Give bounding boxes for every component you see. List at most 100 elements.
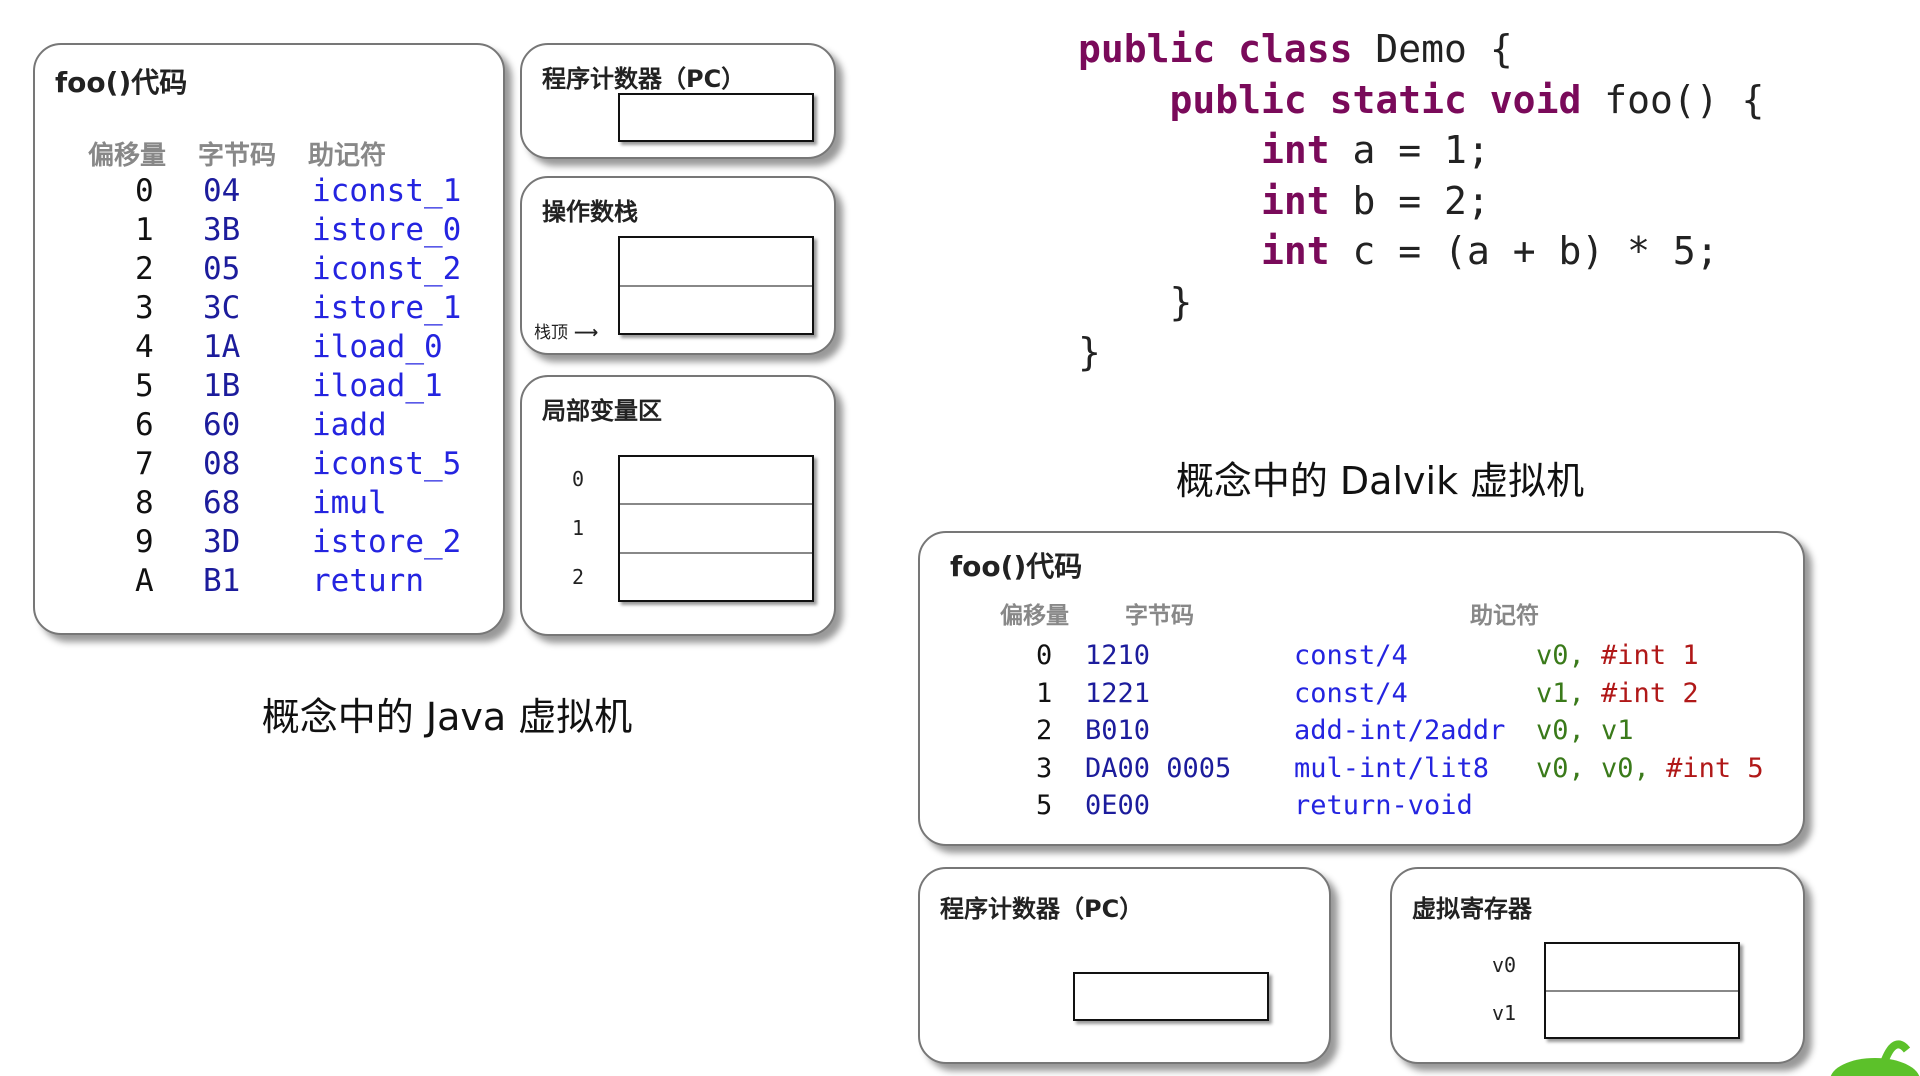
jvm-offset: 0 (135, 173, 154, 209)
code-line: int c = (a + b) * 5; (1078, 226, 1764, 277)
jvm-stack-box (618, 236, 814, 335)
dalvik-operands: v1, #int 2 (1536, 678, 1699, 709)
code-kw: public static void (1169, 77, 1582, 122)
dalvik-registers: v0, v1 (1536, 715, 1634, 746)
jvm-caption: 概念中的 Java 虚拟机 (261, 695, 633, 739)
jvm-bytecode: 1A (203, 329, 241, 365)
jvm-operand-stack-panel: 操作数栈 栈顶 ⟶ (520, 176, 836, 355)
code-kw: int (1261, 128, 1330, 172)
code-line: public class Demo { (1078, 24, 1764, 75)
dalvik-registers-box (1544, 942, 1740, 1039)
jvm-bytecode: B1 (203, 563, 241, 599)
jvm-stack-title: 操作数栈 (542, 198, 638, 226)
java-source-code: public class Demo { public static void f… (1078, 24, 1764, 378)
local-slot (620, 554, 812, 600)
dalvik-caption: 概念中的 Dalvik 虚拟机 (1175, 459, 1585, 503)
jvm-bytecode: 08 (203, 446, 241, 482)
dalvik-offset: 3 (1036, 752, 1053, 784)
jvm-mnemonic: return (312, 563, 424, 599)
local-slot-label: 2 (572, 565, 585, 589)
local-slot (620, 457, 812, 506)
code-rest: } (1078, 330, 1101, 374)
jvm-mnemonic: istore_0 (312, 212, 462, 248)
dalvik-operands: v0, #int 1 (1536, 640, 1699, 671)
jvm-offset: 7 (135, 446, 154, 482)
jvm-bytecode: 3D (203, 524, 241, 560)
dalvik-code-panel: foo()代码 偏移量 字节码 助记符 0 1210 const/4 v0, #int… (918, 531, 1805, 846)
dalvik-offset: 2 (1036, 715, 1053, 746)
local-slot-label: 1 (572, 516, 585, 540)
jvm-mnemonic: iconst_1 (312, 173, 462, 209)
jvm-mnemonic: iconst_5 (312, 446, 462, 482)
green-mascot-icon (1830, 1040, 1920, 1076)
code-line: int b = 2; (1078, 176, 1764, 227)
jvm-pc-panel: 程序计数器（PC） (520, 43, 836, 159)
dalvik-mnemonic: const/4 (1294, 640, 1408, 671)
jvm-offset: 1 (135, 212, 154, 248)
jvm-offset: 8 (135, 485, 154, 521)
jvm-mnemonic: istore_2 (312, 524, 462, 560)
dalvik-mnemonic: const/4 (1294, 677, 1408, 709)
dalvik-pc-register-box (1073, 972, 1269, 1021)
dalvik-header-bytecode: 字节码 (1125, 603, 1194, 629)
code-line: } (1078, 277, 1764, 328)
jvm-pc-title: 程序计数器（PC） (542, 65, 746, 93)
dalvik-literal: #int 1 (1601, 640, 1699, 671)
dalvik-bytecode: 1210 (1085, 640, 1151, 671)
jvm-offset: 6 (135, 407, 154, 443)
jvm-mnemonic: iload_1 (312, 368, 443, 404)
jvm-header-mnemonic: 助记符 (308, 141, 387, 171)
dalvik-bytecode: B010 (1085, 715, 1151, 746)
dalvik-bytecode: 0E00 (1085, 790, 1151, 821)
dalvik-offset: 1 (1036, 677, 1053, 709)
jvm-bytecode: 60 (203, 407, 241, 443)
arrow-right-icon: ⟶ (568, 323, 599, 343)
jvm-mnemonic: istore_1 (312, 290, 462, 326)
dalvik-bytecode: DA00 0005 (1085, 752, 1232, 784)
dalvik-operands: v0, v1 (1536, 715, 1650, 746)
jvm-mnemonic: iconst_2 (312, 251, 462, 287)
jvm-bytecode: 68 (203, 485, 241, 521)
code-rest: c = (a + b) * 5; (1329, 229, 1719, 273)
dalvik-header-offset: 偏移量 (1000, 603, 1069, 629)
jvm-offset: 9 (135, 524, 154, 560)
jvm-offset: 5 (135, 368, 154, 404)
jvm-offset: 2 (135, 251, 154, 287)
jvm-mnemonic: iadd (312, 407, 387, 443)
code-rest: b = 2; (1329, 178, 1490, 223)
stack-slot (620, 287, 812, 334)
dalvik-mnemonic: mul-int/lit8 (1294, 752, 1490, 784)
register-label-v1: v1 (1492, 1001, 1517, 1025)
dalvik-offset: 5 (1036, 790, 1053, 821)
dalvik-pc-title: 程序计数器（PC） (940, 895, 1144, 923)
register-slot (1546, 992, 1738, 1038)
dalvik-bytecode: 1221 (1085, 677, 1151, 709)
dalvik-registers-panel: 虚拟寄存器 v0 v1 (1390, 867, 1805, 1064)
code-indent (1078, 280, 1170, 324)
code-indent (1078, 229, 1261, 273)
code-line: } (1078, 327, 1764, 378)
jvm-bytecode: 04 (203, 173, 241, 209)
jvm-offset: 3 (135, 290, 154, 326)
code-indent (1078, 128, 1261, 172)
code-kw: int (1261, 178, 1330, 223)
register-slot (1546, 944, 1738, 992)
jvm-mnemonic: imul (312, 485, 387, 521)
code-kw: public class (1078, 27, 1353, 71)
jvm-header-offset: 偏移量 (88, 141, 167, 171)
dalvik-header-mnemonic: 助记符 (1470, 603, 1539, 629)
dalvik-code-title: foo()代码 (950, 550, 1083, 583)
stack-top-label: 栈顶 ⟶ (534, 318, 598, 343)
local-slot-label: 0 (572, 467, 585, 491)
dalvik-offset: 0 (1036, 640, 1053, 671)
code-rest: a = 1; (1329, 128, 1490, 172)
stack-slot (620, 238, 812, 287)
local-slot (620, 505, 812, 554)
code-rest: } (1169, 279, 1193, 324)
code-rest: Demo { (1352, 27, 1513, 71)
code-indent (1078, 78, 1170, 122)
jvm-bytecode: 1B (203, 368, 241, 404)
jvm-bytecode: 3B (203, 212, 241, 248)
jvm-bytecode: 3C (203, 290, 241, 326)
